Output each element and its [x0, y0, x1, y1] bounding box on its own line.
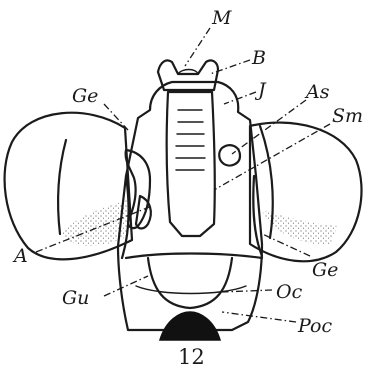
postocciput-line: [136, 286, 246, 294]
leader-Ge-top: [104, 104, 128, 130]
left-eye-inner-suture: [58, 140, 66, 234]
leader-Poc: [222, 312, 296, 322]
right-antennal-socket: [219, 145, 240, 165]
label-As: As: [304, 81, 330, 103]
label-Oc: Oc: [276, 281, 303, 303]
label-J: J: [254, 79, 267, 101]
label-A: A: [12, 245, 28, 267]
mandibles: [158, 60, 218, 90]
frons-ridge-lines: [176, 110, 205, 170]
label-Ge-right: Ge: [312, 259, 338, 281]
leader-M: [185, 28, 210, 66]
leader-J: [224, 92, 256, 104]
label-M: M: [211, 7, 232, 29]
label-Poc: Poc: [297, 315, 332, 337]
figure-number: 12: [178, 345, 205, 369]
leader-As: [232, 100, 306, 154]
label-Sm: Sm: [332, 105, 363, 127]
label-Gu: Gu: [62, 287, 89, 309]
leader-Gu: [104, 276, 148, 296]
label-Ge-top: Ge: [72, 85, 98, 107]
label-B: B: [251, 47, 266, 69]
gula-outline: [148, 258, 232, 308]
frons: [167, 92, 215, 236]
occipital-foramen: [160, 312, 220, 340]
occipital-suture: [126, 254, 262, 259]
